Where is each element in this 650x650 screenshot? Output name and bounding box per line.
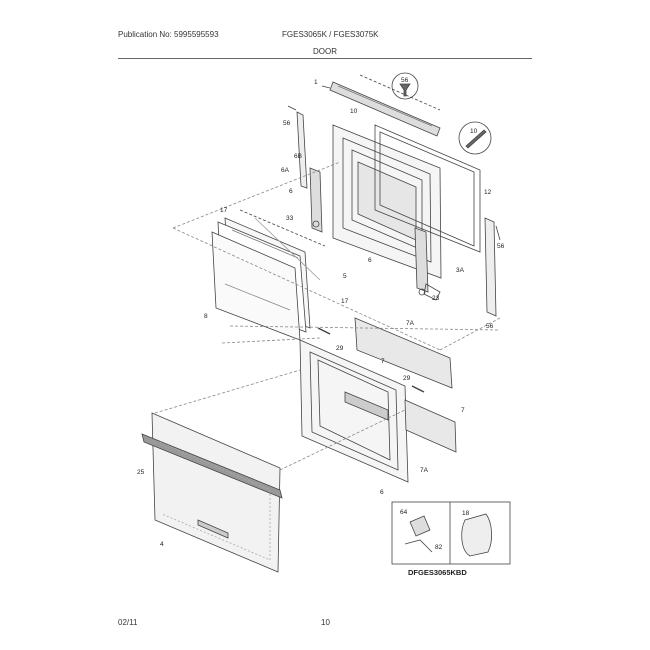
insulation-panel-top [354,317,453,389]
callout-7-top: 7 [381,358,385,365]
callout-56-right: 56 [497,243,505,250]
right-hinge-part [414,227,441,301]
callout-6-mid: 6 [368,257,372,264]
section-title: DOOR [313,47,337,56]
callout-10-right: 10 [470,128,478,135]
glass-panel-stack [211,209,326,341]
callout-23: 23 [432,295,440,302]
callout-1: 1 [314,79,318,86]
callout-5: 5 [343,273,347,280]
callout-6-frame: 6 [380,489,384,496]
callout-7-right: 7 [461,407,465,414]
top-trim-part [321,74,441,137]
callout-25: 25 [137,469,145,476]
callout-33: 33 [286,215,294,222]
footer-date: 02/11 [118,618,138,627]
callout-8: 8 [204,313,208,320]
screw-part-right [411,385,425,393]
outer-door-panel [141,412,283,573]
callout-29-right: 29 [403,375,411,382]
callout-18: 18 [462,510,470,517]
callout-56-left: 56 [283,120,291,127]
callout-29-left: 29 [336,345,344,352]
header-rule [118,58,532,59]
footer-page-number: 10 [321,618,330,627]
callout-82: 82 [435,544,443,551]
outer-door-frame [299,339,409,483]
parts-inset-box [391,501,511,565]
callout-17-top: 17 [220,207,228,214]
callout-6b: 6B [294,153,302,160]
left-side-strip [287,105,308,189]
callout-64: 64 [400,509,408,516]
callout-6-left: 6 [289,188,293,195]
callout-17-bottom: 17 [341,298,349,305]
left-hinge-part [309,167,323,233]
screw-part-left [317,327,331,335]
screw-detail-circle [391,72,419,100]
callout-12: 12 [484,189,492,196]
callout-7a-bottom: 7A [420,467,429,474]
publication-number: Publication No: 5995595593 [118,30,219,39]
callout-7a-top: 7A [406,320,415,327]
screw-detail-circle-right [458,121,492,155]
callout-56-top: 56 [401,77,409,84]
callout-56-bottom: 56 [486,323,494,330]
callout-4: 4 [160,541,164,548]
right-side-strip [484,217,501,317]
door-seal-part [374,124,481,253]
assembly-guide-lines [154,161,501,471]
callout-6a: 6A [281,167,290,174]
insulation-panel-bottom [404,399,457,453]
model-numbers: FGES3065K / FGES3075K [282,30,379,39]
callout-3a: 3A [456,267,465,274]
callout-10-top: 10 [350,108,358,115]
inset-code-label: DFGES3065KBD [408,568,467,577]
